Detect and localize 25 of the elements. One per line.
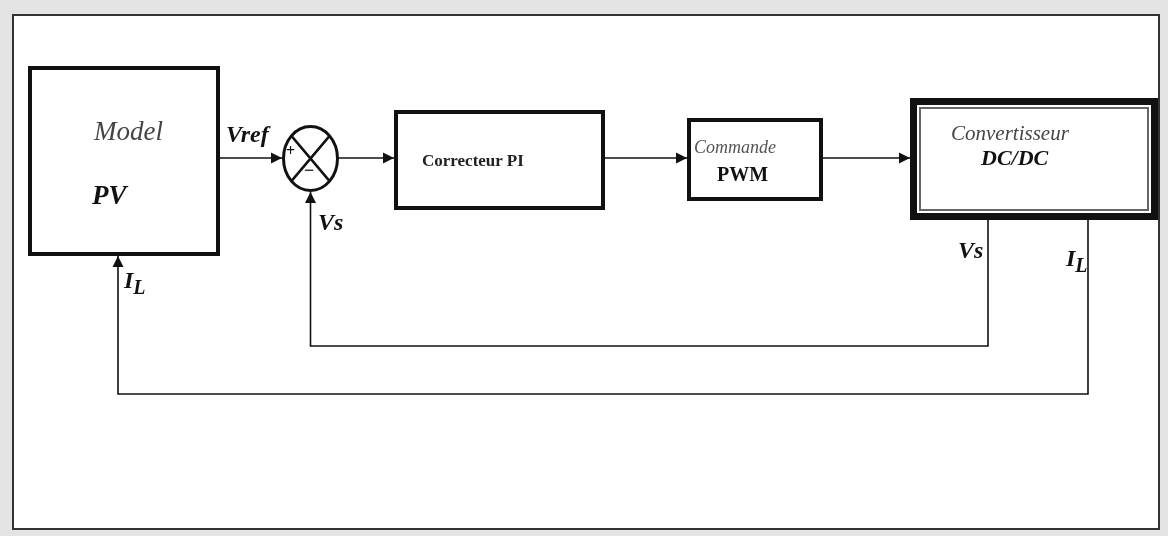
process-box <box>28 66 220 256</box>
process-box <box>687 118 823 201</box>
arrow <box>112 219 1089 395</box>
summing-junction <box>282 125 339 192</box>
signal-label: Vs <box>958 238 984 262</box>
block-label: Commande <box>694 138 776 156</box>
block-label: Convertisseur <box>951 123 1069 144</box>
arrow <box>822 152 911 164</box>
process-box <box>910 98 1158 220</box>
process-box <box>394 110 605 210</box>
sign-label: + <box>286 143 296 159</box>
block-label: Model <box>94 118 163 145</box>
signal-label: I$_{L}$ <box>1066 246 1088 275</box>
block-label: PV <box>92 182 127 209</box>
arrow <box>219 152 283 164</box>
signal-label: I$_{L}$ <box>124 268 146 297</box>
arrow <box>338 152 395 164</box>
block-label: Correcteur PI <box>422 152 524 169</box>
block-label: PWM <box>717 164 769 184</box>
block-label: DC/DC <box>981 147 1049 169</box>
sign-label: − <box>304 161 315 179</box>
arrow <box>604 152 688 164</box>
signal-label: Vs <box>318 210 344 234</box>
arrow <box>304 191 989 347</box>
signal-label: Vref <box>226 122 269 146</box>
